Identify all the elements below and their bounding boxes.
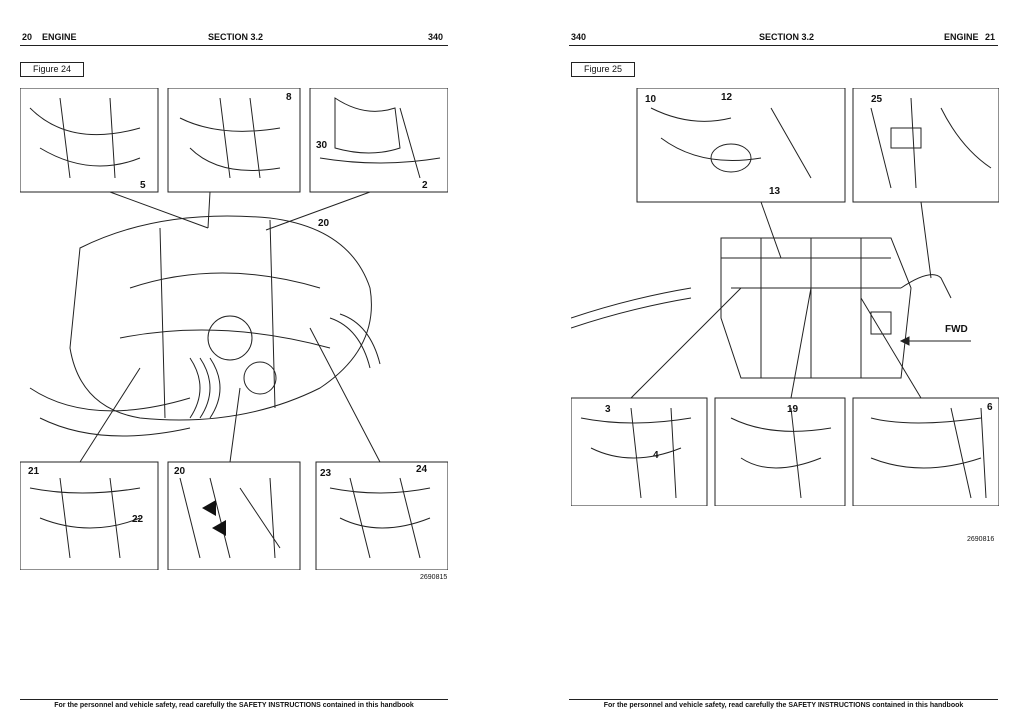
left-image-code: 2690815 [420, 574, 448, 581]
callout-label: 13 [769, 186, 781, 197]
right-header-rule [569, 45, 998, 46]
callout-label: 22 [132, 514, 144, 525]
left-footer-rule [20, 699, 448, 700]
arrow-icon [202, 500, 216, 516]
callout-label: 20 [318, 218, 330, 229]
right-header-section: SECTION 3.2 [759, 32, 815, 42]
callout-label: 23 [320, 468, 332, 479]
arrow-icon [212, 520, 226, 536]
callout-label: 4 [653, 450, 659, 461]
callout-label: 3 [605, 404, 611, 415]
callout-label: 19 [787, 404, 799, 415]
right-figure-label: Figure 25 [571, 62, 635, 77]
callout-label: 20 [174, 466, 186, 477]
right-page: 340 SECTION 3.2 ENGINE 21 Figure 25 [509, 0, 1018, 724]
left-header-rule [20, 45, 448, 46]
left-header-page-number: 20 [22, 32, 33, 42]
arrow-head-icon [899, 336, 910, 346]
callout-label: 25 [871, 94, 883, 105]
left-header-doc-number: 340 [428, 32, 444, 42]
left-header-section: SECTION 3.2 [208, 32, 264, 42]
left-page: 20 ENGINE SECTION 3.2 340 Figure 24 [20, 32, 448, 709]
callout-label: 8 [286, 92, 292, 103]
right-header-doc-number: 340 [571, 32, 587, 42]
callout-label: 24 [416, 464, 428, 475]
left-figure-label: Figure 24 [20, 62, 84, 77]
callout-label: 12 [721, 92, 733, 103]
right-footer-text: For the personnel and vehicle safety, re… [603, 702, 964, 709]
fwd-label: FWD [945, 324, 968, 335]
callout-label: 2 [422, 180, 428, 191]
callout-label: 21 [28, 466, 40, 477]
right-engine-drawing: 10 12 13 25 3 4 19 6 FWD [571, 88, 999, 506]
callout-label: 5 [140, 180, 146, 191]
right-footer-rule [569, 699, 998, 700]
callout-label: 10 [645, 94, 657, 105]
left-engine-drawing: 8 5 30 2 20 21 22 20 23 24 [20, 88, 448, 570]
callout-label: 30 [316, 140, 328, 151]
right-header-chapter: ENGINE [944, 32, 979, 42]
right-header-page-number: 21 [985, 32, 996, 42]
left-footer-text: For the personnel and vehicle safety, re… [54, 702, 414, 709]
left-header-chapter: ENGINE [42, 32, 77, 42]
right-image-code: 2690816 [967, 536, 995, 543]
callout-label: 6 [987, 402, 993, 413]
